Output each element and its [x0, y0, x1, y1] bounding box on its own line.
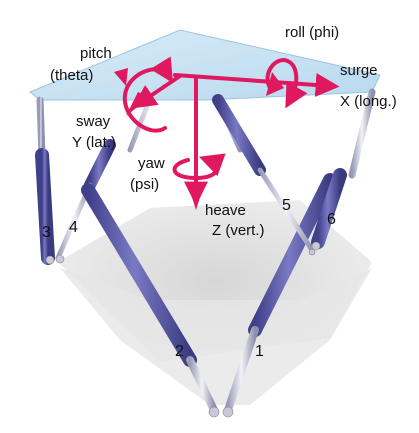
heave-axis-label: Z (vert.) — [212, 222, 265, 239]
actuator-numbers: 1 2 3 4 5 6 — [42, 197, 336, 360]
actuator-1 — [224, 173, 337, 414]
pitch-label: pitch — [80, 45, 112, 62]
heave-label: heave — [205, 202, 246, 219]
actuator-5 — [212, 94, 315, 253]
actuator-3 — [35, 96, 55, 265]
roll-arrowhead — [266, 72, 284, 96]
sway-label: sway — [76, 113, 111, 130]
heave-arrowhead — [189, 188, 203, 210]
actuator-6 — [311, 88, 376, 249]
actuator-number-6: 6 — [327, 211, 336, 228]
actuator-number-4: 4 — [69, 219, 78, 236]
surge-label: surge — [340, 62, 378, 79]
actuator-number-2: 2 — [175, 343, 184, 360]
yaw-symbol-label: (psi) — [130, 176, 159, 193]
actuator-2 — [81, 183, 218, 414]
motion-arrows — [122, 56, 340, 206]
pitch-arrowhead — [114, 68, 128, 86]
roll-label: roll (phi) — [285, 24, 339, 41]
yaw-rotation-arrow — [172, 153, 226, 181]
shadow-lower — [60, 268, 372, 405]
surge-axis-label: X (long.) — [340, 93, 397, 110]
yaw-label: yaw — [138, 155, 165, 172]
sway-arrowhead — [126, 92, 150, 116]
pitch-symbol-label: (theta) — [50, 67, 93, 84]
base-joints — [45, 241, 321, 418]
actuator-number-3: 3 — [42, 224, 51, 241]
pitch-rotation-arrow — [122, 56, 174, 133]
dof-labels: pitch (theta) roll (phi) surge X (long.)… — [50, 24, 397, 239]
actuator-number-1: 1 — [255, 343, 264, 360]
roll-rotation-arrow — [265, 57, 308, 109]
sway-axis-label: Y (lat.) — [72, 134, 116, 151]
actuator-number-5: 5 — [282, 197, 291, 214]
arrowheads — [114, 68, 284, 210]
